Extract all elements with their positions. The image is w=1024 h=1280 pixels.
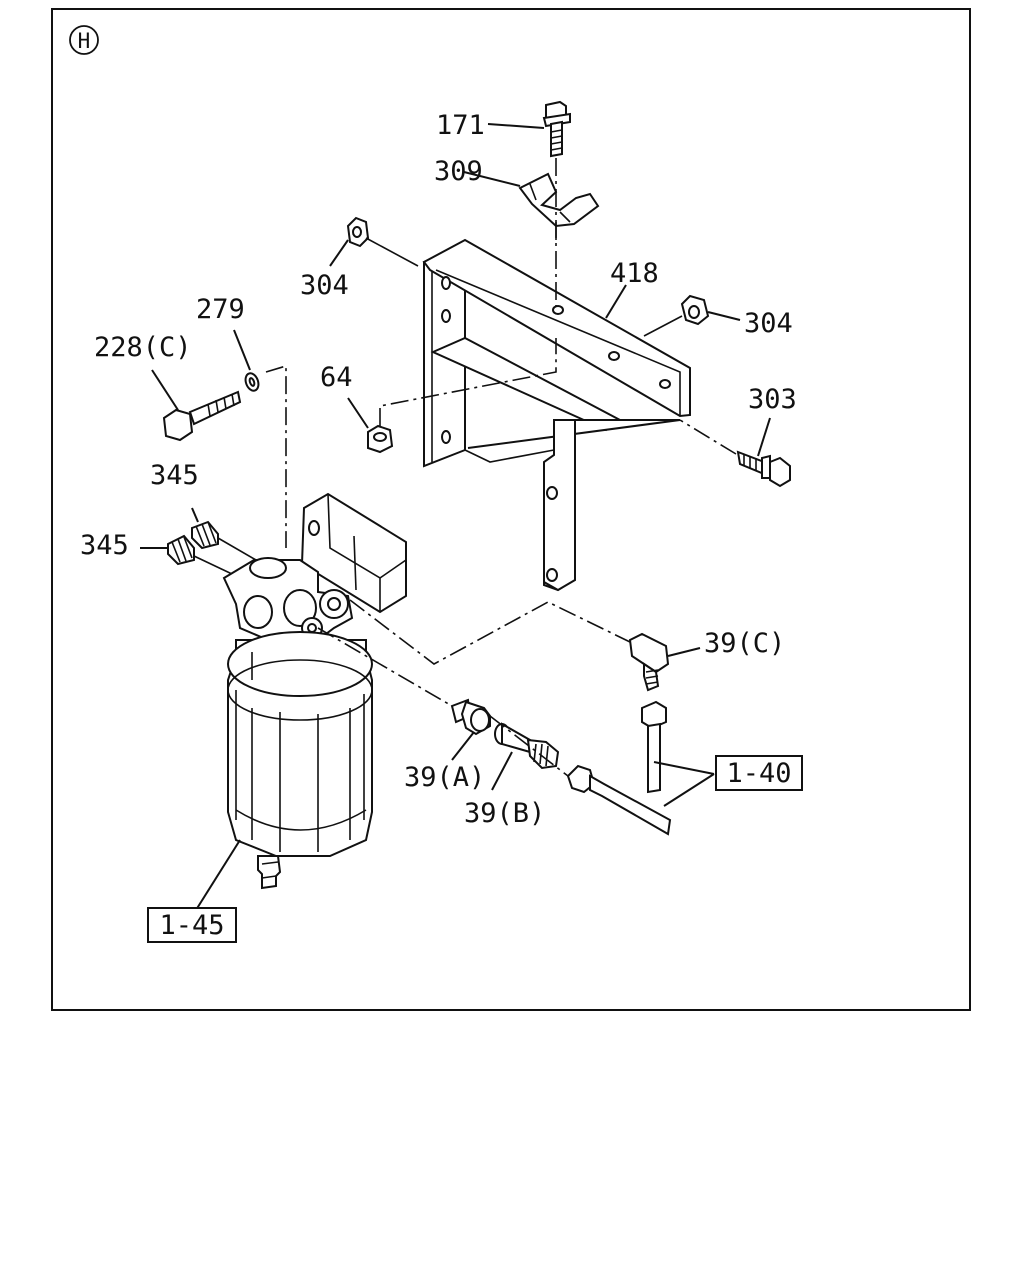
callout-345-lower: 345 [80, 530, 129, 561]
callout-418: 418 [610, 258, 659, 289]
nut-304-right [643, 294, 741, 337]
fuel-filter [195, 557, 373, 911]
svg-text:1-45: 1-45 [159, 910, 224, 941]
bolt-228c [151, 369, 242, 442]
nut-304-left [329, 216, 419, 267]
svg-text:1-40: 1-40 [726, 758, 791, 789]
fitting-39a [450, 698, 491, 761]
bolt-303 [679, 417, 791, 488]
reference-box-1-40: 1-40 [715, 755, 803, 791]
callout-304-right: 304 [744, 308, 793, 339]
clip-309 [463, 171, 600, 228]
callout-228c: 228(C) [94, 332, 192, 363]
bracket-418 [422, 238, 691, 592]
callout-309: 309 [434, 156, 483, 187]
callout-39a: 39(A) [404, 762, 485, 793]
section-marker: H [69, 25, 99, 55]
svg-text:H: H [78, 29, 91, 53]
callout-171: 171 [436, 110, 485, 141]
callout-39b: 39(B) [464, 798, 545, 829]
fitting-39b [491, 722, 560, 791]
callout-64: 64 [320, 362, 353, 393]
callout-39c: 39(C) [704, 628, 785, 659]
nut-64 [347, 338, 557, 454]
bolt-171 [487, 100, 571, 158]
fitting-39c [628, 632, 701, 692]
diagram-frame [51, 8, 971, 1011]
plug-345-upper [191, 507, 219, 550]
callout-345-upper: 345 [150, 460, 199, 491]
pipe-assembly-1-40 [566, 700, 715, 836]
callout-279: 279 [196, 294, 245, 325]
callout-304-left: 304 [300, 270, 349, 301]
callout-303: 303 [748, 384, 797, 415]
reference-box-1-45: 1-45 [147, 907, 237, 943]
washer-279 [233, 329, 260, 392]
plug-345-lower [140, 534, 195, 566]
